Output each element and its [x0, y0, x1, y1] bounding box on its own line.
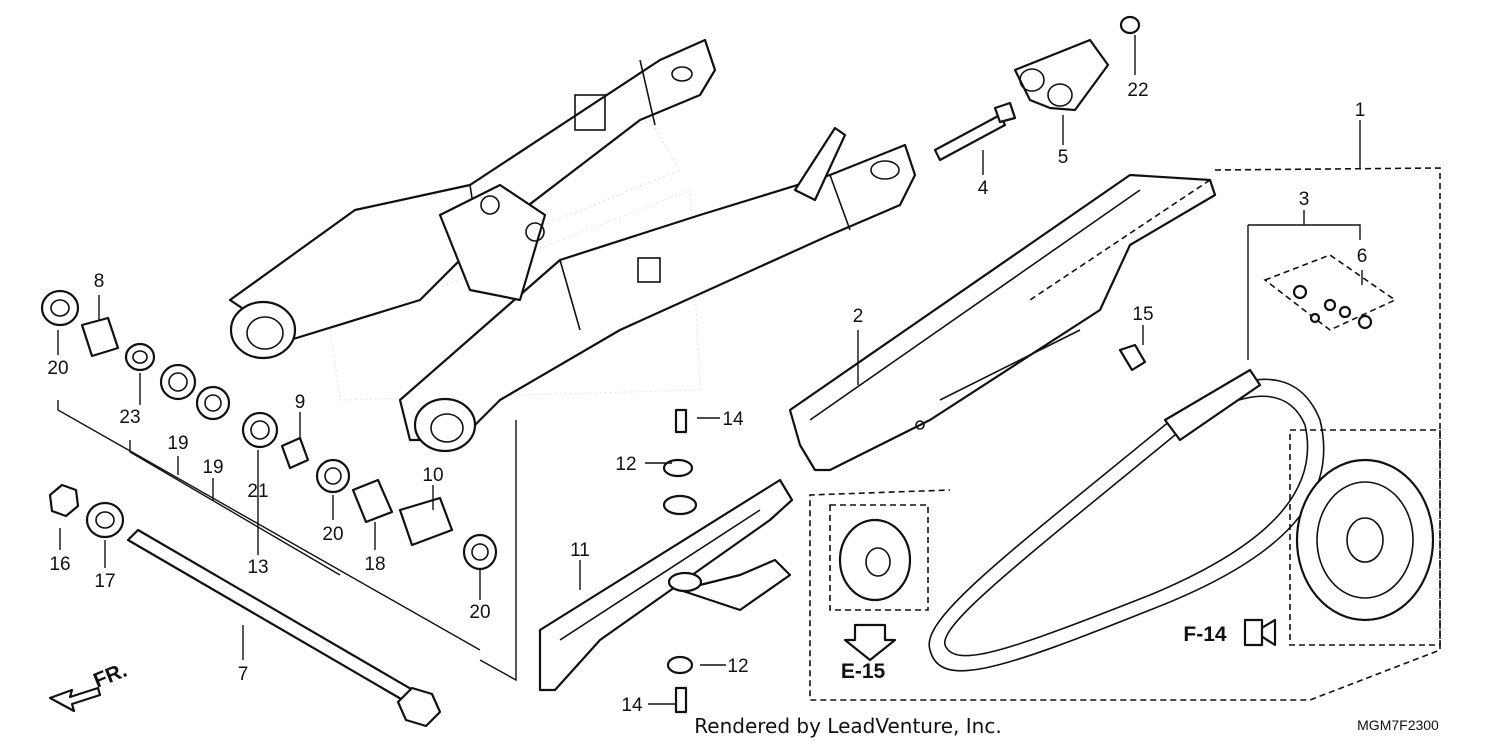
callout-19-left: 19 — [167, 433, 188, 454]
callout-10: 10 — [422, 465, 443, 486]
callout-20-middle: 20 — [322, 524, 343, 545]
callout-15: 15 — [1132, 304, 1153, 325]
diagram-code: MGM7F2300 — [1357, 717, 1439, 733]
callout-11: 11 — [570, 540, 590, 561]
leader-lines — [57, 35, 1363, 705]
callout-20-right: 20 — [469, 602, 490, 623]
drive-sprocket — [829, 504, 1277, 662]
reference-f14: F-14 — [1183, 623, 1227, 646]
callout-14-lower: 14 — [621, 695, 643, 716]
reference-e15: E-15 — [841, 660, 886, 683]
callout-7: 7 — [238, 664, 249, 685]
drive-chain-kit — [809, 167, 1441, 701]
chain-adjuster — [933, 15, 1147, 372]
callout-8: 8 — [94, 271, 105, 292]
front-direction-label: FR. — [90, 659, 130, 693]
callout-12-lower: 12 — [727, 656, 748, 677]
callout-13: 13 — [247, 557, 268, 578]
callout-3: 3 — [1299, 189, 1310, 210]
callout-20-left: 20 — [47, 358, 68, 379]
callout-22: 22 — [1127, 80, 1148, 101]
callout-16: 16 — [49, 554, 70, 575]
callout-numbers: 1 2 3 4 5 6 7 8 9 10 11 12 12 13 14 14 1… — [47, 80, 1367, 716]
callout-4: 4 — [978, 178, 989, 199]
callout-6: 6 — [1357, 246, 1368, 267]
chain-slider — [538, 408, 794, 714]
callout-23: 23 — [119, 407, 140, 428]
callout-19-right: 19 — [202, 457, 223, 478]
rear-sprocket — [1289, 429, 1441, 646]
callout-18: 18 — [364, 554, 385, 575]
callout-12-upper: 12 — [615, 454, 636, 475]
callout-9: 9 — [295, 392, 306, 413]
callout-5: 5 — [1058, 147, 1069, 168]
callout-2: 2 — [853, 306, 864, 327]
swingarm — [228, 38, 917, 453]
rendered-by-credit: Rendered by LeadVenture, Inc. — [694, 714, 1001, 738]
callout-21: 21 — [247, 481, 268, 502]
chain-case — [788, 173, 1217, 472]
callout-1: 1 — [1355, 100, 1366, 121]
callout-17: 17 — [94, 571, 115, 592]
front-direction-arrow: FR. — [48, 659, 130, 713]
callout-14-upper: 14 — [722, 409, 744, 430]
pivot-hardware — [40, 289, 517, 728]
